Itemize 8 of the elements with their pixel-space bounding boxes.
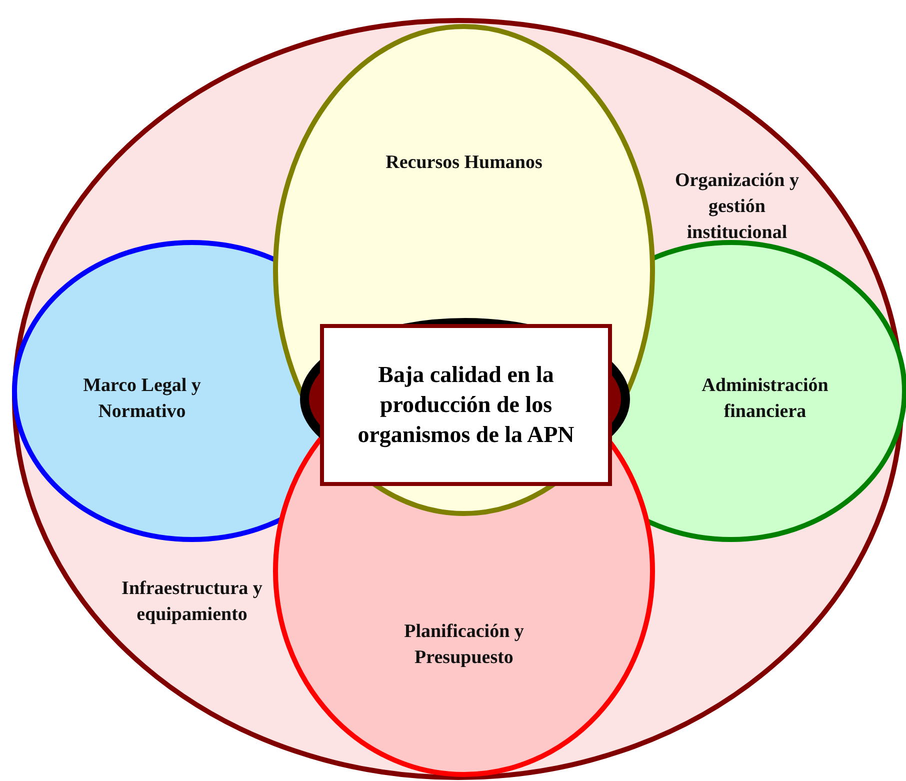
central-text: Baja calidad en la producción de los organismos de la APN [356,361,576,450]
text-box [320,324,612,486]
region-label: Recursos Humanos [384,151,544,175]
region-label: Marco Legal y Normativo [82,374,202,424]
region-label: Planificación y Presupuesto [403,620,525,670]
region-label: Administración financiera [700,374,830,424]
region-label: Infraestructura y equipamiento [120,577,264,627]
region-label: Organización y gestión institucional [674,169,800,245]
